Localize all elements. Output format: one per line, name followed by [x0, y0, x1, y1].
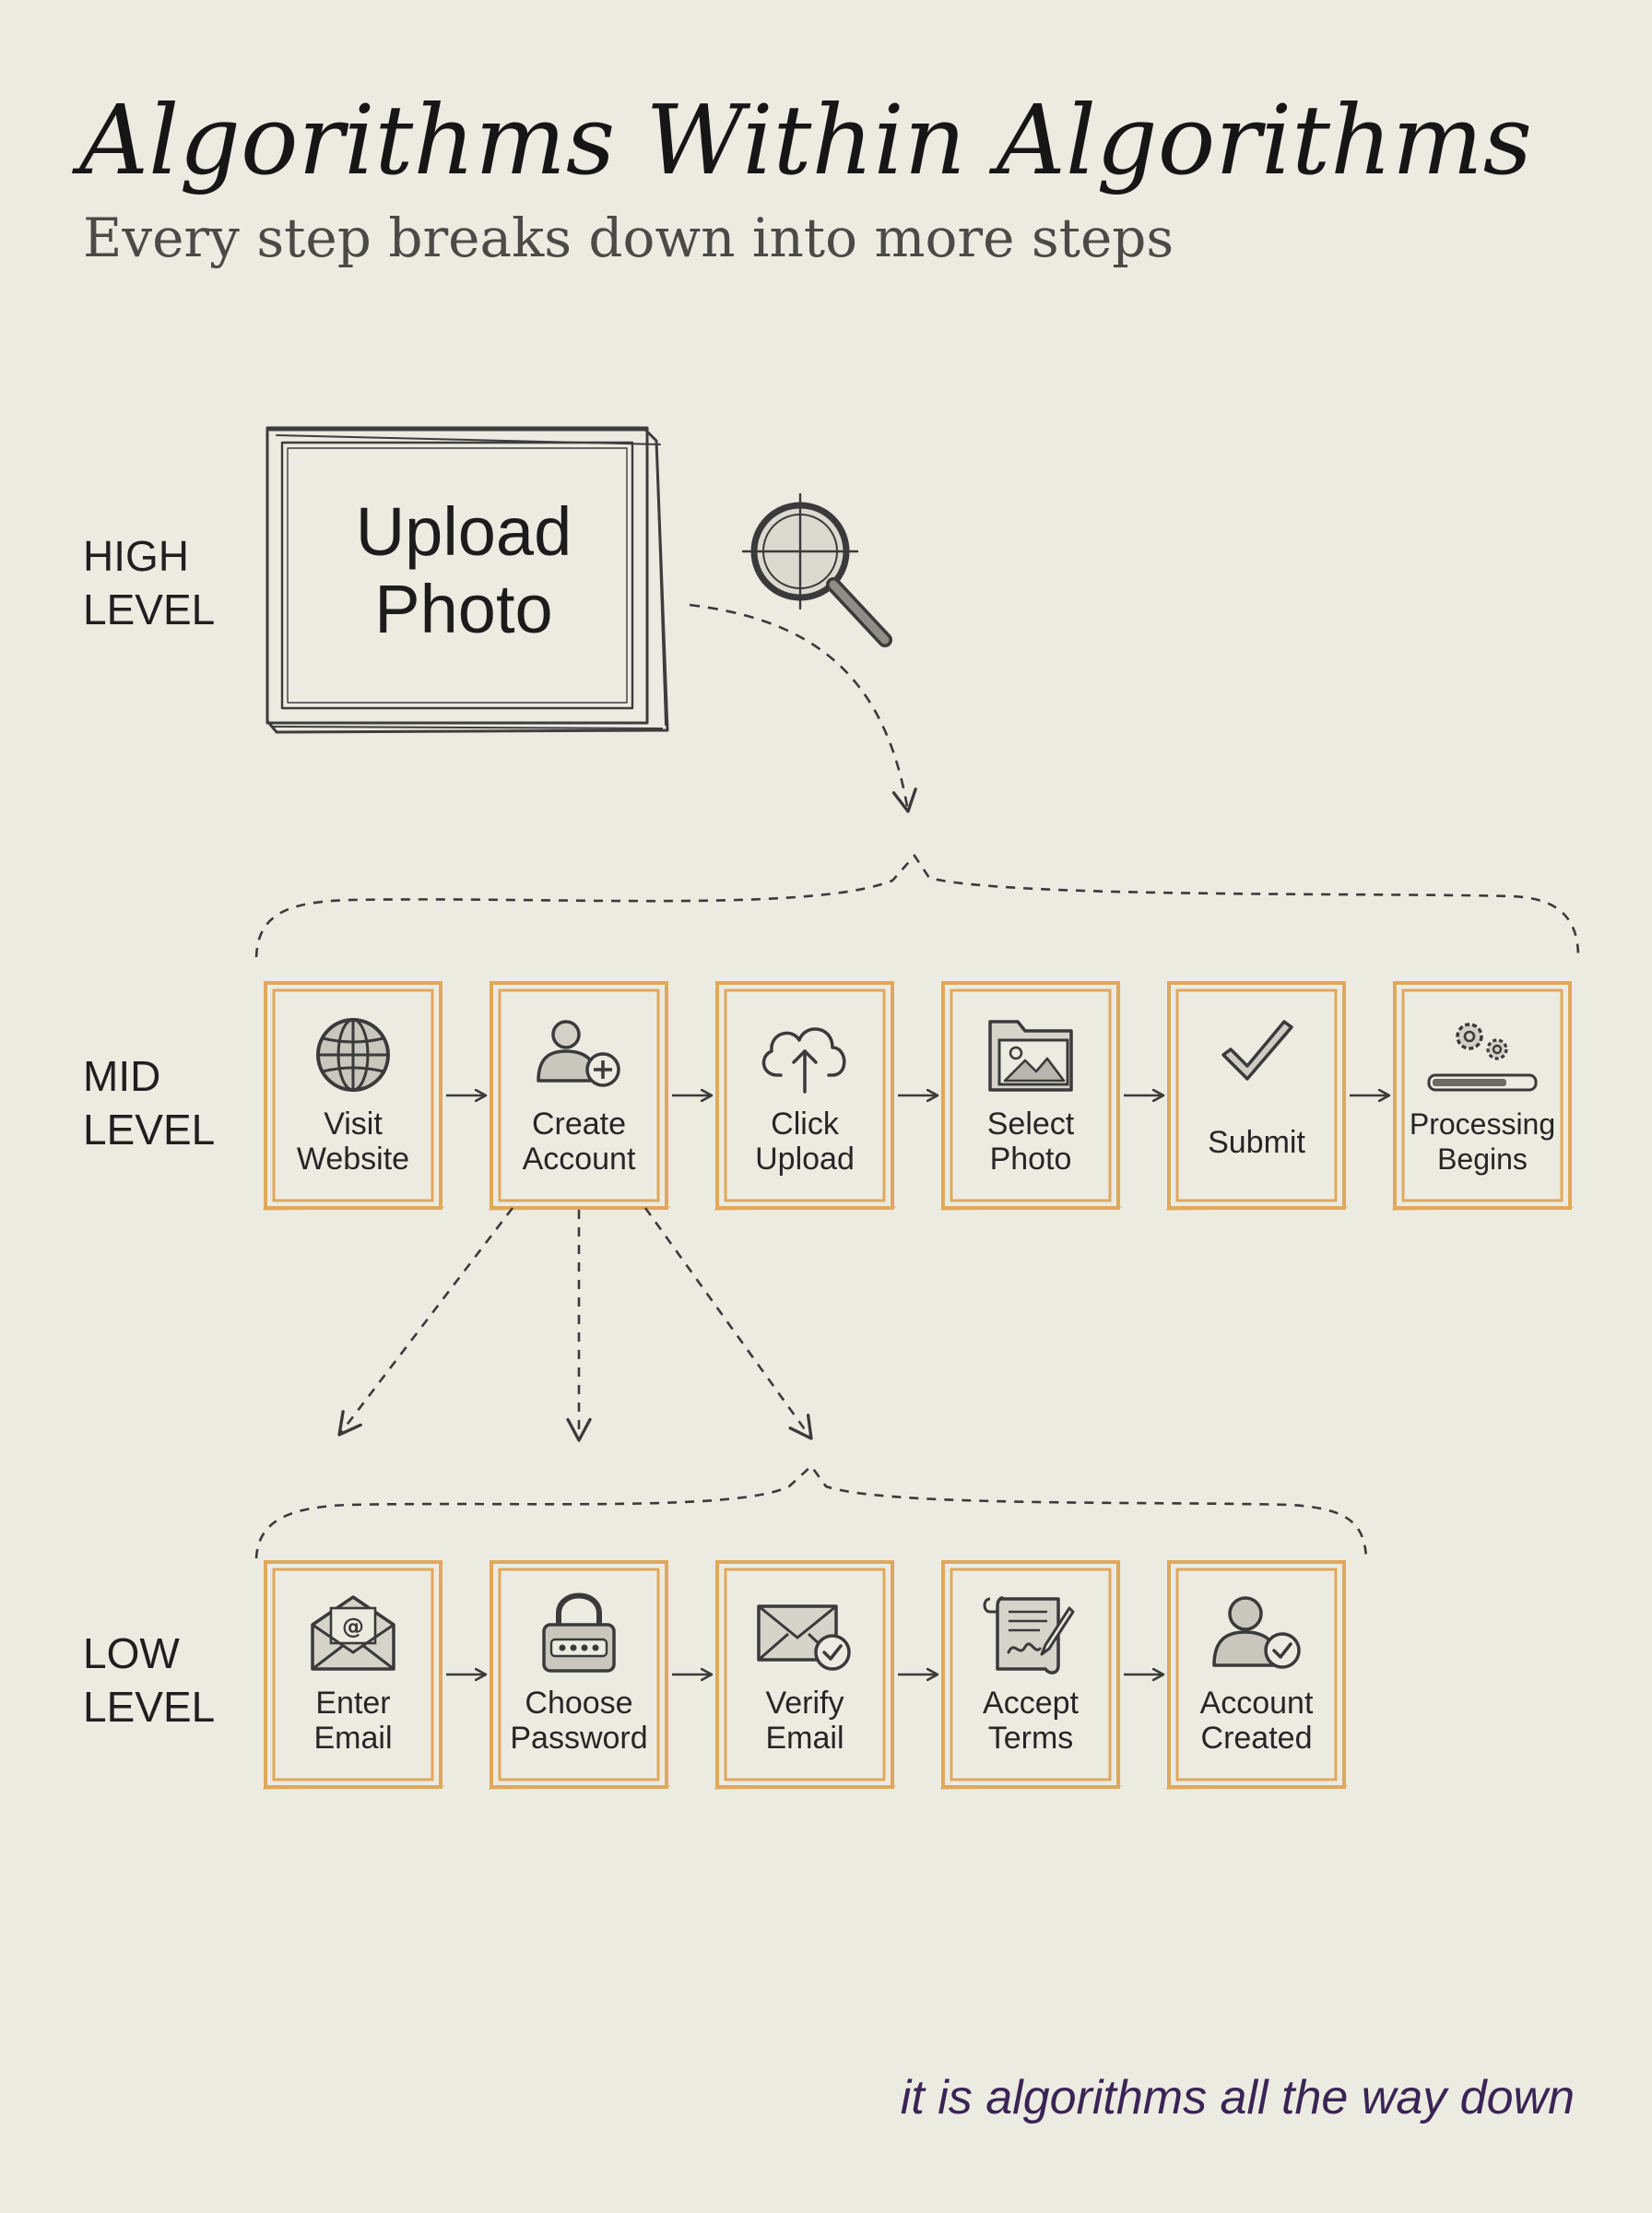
verified-envelope-icon [757, 1604, 851, 1671]
add-user-icon [537, 1020, 620, 1087]
low-step-box-5 [1165, 1560, 1349, 1790]
mid-step-box-3 [714, 981, 897, 1211]
signed-scroll-icon [983, 1596, 1075, 1675]
mid-level-brace [254, 853, 1580, 958]
gears-progress-icon [1427, 1023, 1538, 1092]
mid-step-label-5: Submit [1208, 1125, 1305, 1160]
mid-step-box-2 [488, 981, 671, 1211]
email-envelope-icon: @ [311, 1595, 395, 1671]
mid-step-box-5 [1165, 981, 1349, 1211]
page-title: Algorithms Within Algorithms [79, 84, 1533, 196]
low-level-brace [254, 1464, 1368, 1559]
globe-icon [316, 1018, 390, 1092]
low-step-box-1 [262, 1560, 445, 1790]
low-step-box-3 [714, 1560, 897, 1790]
decompose-arrow-high [689, 603, 917, 813]
padlock-icon [542, 1592, 616, 1673]
page-subtitle: Every step breaks down into more steps [83, 207, 1174, 269]
footer-tagline: it is algorithms all the way down [900, 2071, 1575, 2124]
checkmark-icon [1221, 1020, 1293, 1081]
decompose-arrows-mid [337, 1207, 813, 1442]
level-label-high: HIGH LEVEL [83, 532, 216, 633]
low-step-box-4 [939, 1560, 1123, 1790]
level-label-low: LOW LEVEL [83, 1629, 216, 1731]
high-step-label: Upload Photo [355, 493, 572, 647]
photo-folder-icon [988, 1020, 1073, 1092]
magnifier-crosshair-icon [741, 492, 892, 647]
user-check-icon [1212, 1596, 1301, 1669]
low-step-box-2 [488, 1560, 671, 1790]
high-level-box [266, 426, 669, 734]
mid-step-box-6 [1391, 981, 1575, 1211]
cloud-upload-icon [761, 1027, 846, 1094]
mid-step-box-1 [262, 981, 445, 1211]
svg-text:@: @ [342, 1614, 364, 1639]
level-label-mid: MID LEVEL [83, 1052, 216, 1154]
mid-step-box-4 [939, 981, 1123, 1211]
